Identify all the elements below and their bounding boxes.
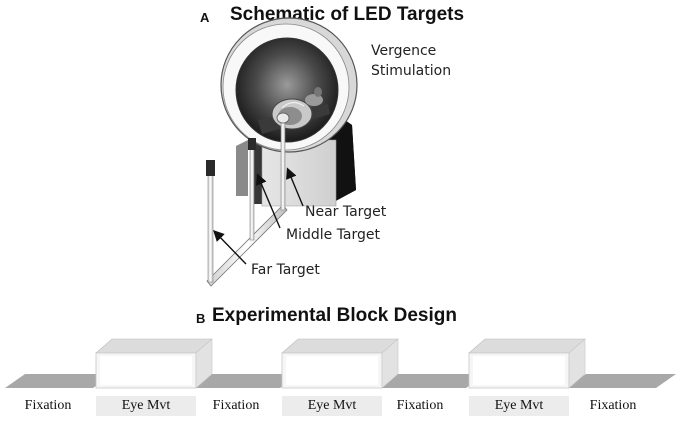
annotation-arrows <box>213 167 304 265</box>
fixation-plate <box>5 374 113 388</box>
near-target-led <box>276 112 290 124</box>
far-target-arrow <box>213 229 247 265</box>
scanner <box>220 17 358 207</box>
eye-mvt-block <box>468 338 586 389</box>
block-design-strip <box>5 338 676 389</box>
middle-target-arrow <box>256 173 281 229</box>
block-label-fixation: Fixation <box>396 398 444 413</box>
vergence-label-line2: Stimulation <box>371 63 452 79</box>
far-target-rod <box>207 167 214 283</box>
fixation-plate <box>192 374 300 388</box>
far-target-label: Far Target <box>251 262 320 278</box>
panel-b-letter: B <box>196 311 206 326</box>
block-label-eye-mvt: Eye Mvt <box>469 396 569 416</box>
block-label-fixation: Fixation <box>24 398 72 413</box>
near-target-label: Near Target <box>305 204 387 220</box>
middle-target-label: Middle Target <box>286 227 381 243</box>
panel-a-letter: A <box>200 10 210 25</box>
middle-target-rod <box>249 145 255 241</box>
fixation-plate <box>378 374 486 388</box>
vergence-label-line1: Vergence <box>371 43 437 59</box>
block-label-fixation: Fixation <box>589 398 637 413</box>
block-label-eye-mvt: Eye Mvt <box>96 396 196 416</box>
block-label-fixation: Fixation <box>212 398 260 413</box>
block-label-eye-mvt: Eye Mvt <box>282 396 382 416</box>
led-target-rig <box>206 112 290 287</box>
near-target-arrow <box>286 167 304 207</box>
fixation-plate <box>566 374 676 388</box>
eye-mvt-block <box>281 338 399 389</box>
panel-b-title: Experimental Block Design <box>212 305 457 326</box>
eye-mvt-block <box>95 338 213 389</box>
middle-target-led <box>248 138 256 150</box>
near-target-rod <box>280 119 286 211</box>
far-target-led <box>206 160 215 176</box>
